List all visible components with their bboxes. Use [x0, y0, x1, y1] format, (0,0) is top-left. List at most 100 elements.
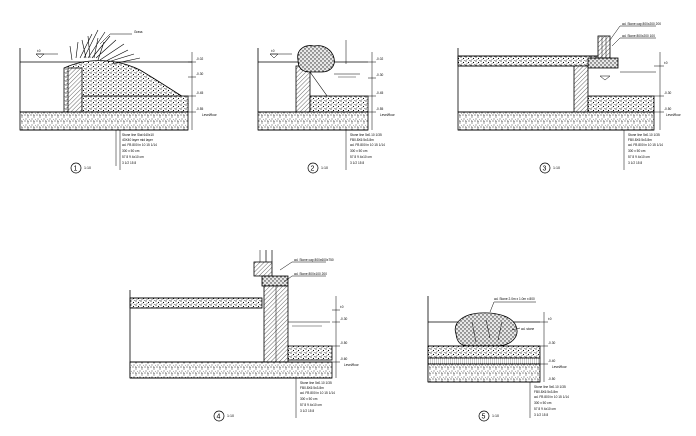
- layer-label: FB0.8X6 5x3.8m: [628, 138, 652, 142]
- layer-label: 3 1/2 15 8: [300, 409, 314, 413]
- mortar-layer: [427, 357, 541, 365]
- layer-label: 57 8 9 4x10 cm: [534, 407, 556, 411]
- callout-label: ad. Stone cap 800x200 200: [622, 22, 661, 26]
- level-label: -0.30: [376, 73, 383, 77]
- stone-cap: [253, 261, 273, 277]
- layer-label: 300 x 50 cm: [628, 149, 646, 153]
- layer-label: 3 1/2 15 8: [534, 413, 548, 417]
- section-3: [457, 25, 664, 170]
- section-scale: 1:10: [321, 166, 328, 170]
- cap-base: [587, 57, 619, 69]
- layer-label: 3 1/2 15 8: [350, 161, 364, 165]
- level-label: -0.40: [548, 359, 555, 363]
- layer-label: 300 x 50 cm: [350, 149, 368, 153]
- stone-wall: [295, 65, 311, 113]
- section-scale: 1:10: [553, 166, 560, 170]
- level-label: -0.30: [548, 341, 555, 345]
- stone-wall: [67, 67, 83, 113]
- layer-label: FB0.8X6 5x3.8m: [534, 390, 558, 394]
- gravel-bed: [81, 95, 189, 113]
- level-label: -0.55: [196, 107, 203, 111]
- paving-band: [457, 55, 609, 67]
- layer-label: Stone line Slat 640x10: [122, 133, 154, 137]
- stone-wall: [573, 65, 589, 113]
- level-label: -0.50: [340, 341, 347, 345]
- layer-label: ad. FB 800 in 10 15 1/14: [300, 391, 335, 395]
- level-label: ±0: [37, 49, 41, 53]
- section-1: [19, 29, 196, 170]
- gravel-bed: [427, 345, 541, 359]
- level-label: ±0: [340, 305, 344, 309]
- grass-icon: [69, 29, 141, 65]
- level-label: ±0: [548, 317, 552, 321]
- gravel-bed: [587, 95, 655, 113]
- layer-label: FB0.8X6 5x3.8m: [350, 138, 374, 142]
- section-number-circle: [478, 410, 490, 422]
- section-5: [427, 296, 548, 418]
- section-scale: 1:10: [84, 166, 91, 170]
- stone-cap: [597, 35, 611, 59]
- level-label: ±0: [664, 61, 668, 65]
- level-label: -0.45: [376, 91, 383, 95]
- level-label: -0.30: [664, 91, 671, 95]
- concrete-slab: [129, 361, 333, 379]
- concrete-slab: [427, 363, 541, 383]
- section-2-labels: ±0 -0.02 -0.30 -0.45 -0.55 Level/floor S…: [271, 49, 396, 174]
- level-label: -0.02: [196, 57, 203, 61]
- gravel-bed: [287, 345, 333, 361]
- layer-label: Stone line 5x0.10 1/35: [300, 381, 332, 385]
- callout-label: ad. Stone 800x200 100: [622, 34, 655, 38]
- layer-label: ad. FB 800 in 10 15 1/14: [534, 395, 569, 399]
- section-number: 5: [482, 414, 486, 421]
- section-scale: 1:10: [492, 414, 499, 418]
- layer-label: 57 8 9 4x10 cm: [300, 403, 322, 407]
- layer-label: ad. FB 800 in 10 15 1/14: [628, 143, 663, 147]
- cap-base: [261, 275, 289, 287]
- paving-band: [129, 297, 263, 309]
- level-label: -0.30: [340, 317, 347, 321]
- floor-label: Level/floor: [552, 365, 568, 369]
- section-number: 2: [311, 166, 315, 173]
- level-label: -0.55: [376, 107, 383, 111]
- section-number: 3: [543, 166, 547, 173]
- gravel-bed: [309, 95, 369, 113]
- layer-label: 300 x 50 cm: [122, 149, 140, 153]
- layer-label: Stone line 5x0.10 1/35: [534, 385, 566, 389]
- level-label: -0.45: [196, 91, 203, 95]
- layer-label: 300 x 50 cm: [534, 401, 552, 405]
- layer-label: 57 8 9 4x10 cm: [122, 155, 144, 159]
- layer-label: Stone line 5x0.10 1/35: [350, 133, 382, 137]
- layer-label: 57 8 9 4x10 cm: [350, 155, 372, 159]
- floor-label: Level/floor: [666, 113, 682, 117]
- section-number-circle: [70, 162, 82, 174]
- level-label: -0.60: [340, 357, 347, 361]
- layer-label: ad. FB 800 in 10 15 1/14: [122, 143, 157, 147]
- level-label: ±0: [271, 49, 275, 53]
- layer-label: 40X40 layer mid layer: [122, 138, 154, 142]
- level-label: -0.02: [376, 57, 383, 61]
- layer-label: FB0.8X6 5x3.8m: [300, 386, 324, 390]
- floor-label: Level/floor: [202, 113, 218, 117]
- section-5-labels: ad. Stone 2.0m x 1.0m x 800 ad. stone ±0…: [478, 297, 569, 422]
- callout-label: ad. stone: [521, 327, 534, 331]
- section-number-circle: [307, 162, 319, 174]
- section-number: 4: [217, 414, 221, 421]
- section-1-labels: ±0 Grass -0.02 -0.30 -0.45 -0.55 Level/f…: [37, 30, 218, 174]
- section-4-labels: ad. Stone cap 800x600x750 ad. Stone 800x…: [213, 258, 360, 422]
- concrete-slab: [457, 111, 655, 131]
- section-number-circle: [539, 162, 551, 174]
- layer-label: Stone line 5x0.10 1/35: [628, 133, 660, 137]
- callout-label: ad. Stone 800x100 200: [294, 272, 327, 276]
- concrete-slab: [19, 111, 189, 131]
- callout-label: ad. Stone 2.0m x 1.0m x 800: [494, 297, 535, 301]
- section-2: [257, 40, 376, 170]
- layer-label: 3 1/2 15 8: [122, 161, 136, 165]
- layer-label: 300 x 50 cm: [300, 397, 318, 401]
- layer-label: ad. FB 800 in 10 15 1/14: [350, 143, 385, 147]
- callout-label: Grass: [134, 30, 143, 34]
- level-label: -0.50: [664, 107, 671, 111]
- layer-label: 57 8 9 4x10 cm: [628, 155, 650, 159]
- boulder: [297, 45, 335, 73]
- section-number-circle: [213, 410, 225, 422]
